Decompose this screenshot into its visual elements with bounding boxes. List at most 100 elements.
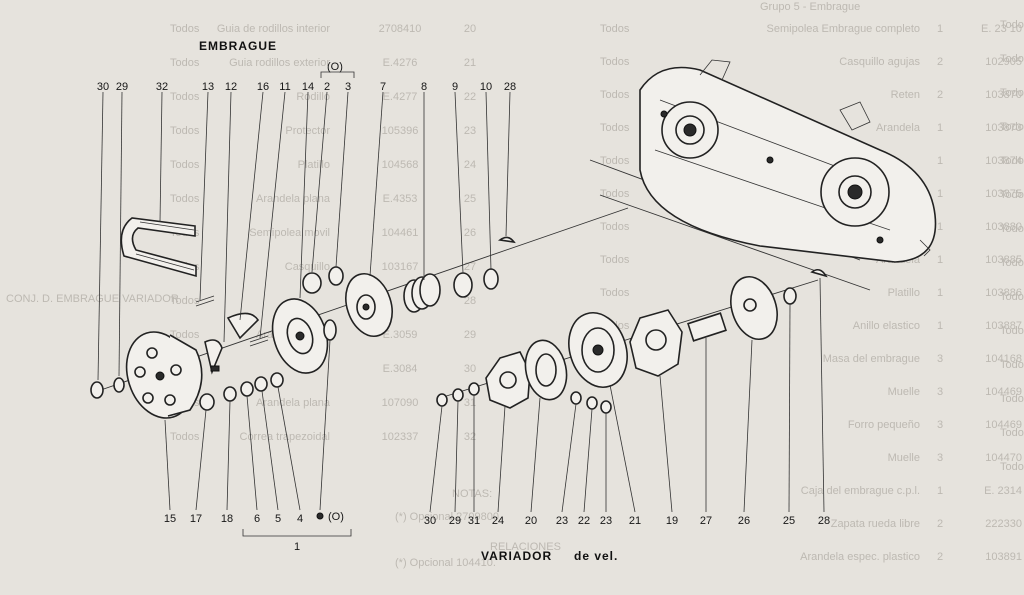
ghost-part-number: E. 2314	[984, 485, 1022, 497]
part-label-bottom: 6	[254, 513, 260, 525]
ghost-part-number: 103873	[985, 122, 1022, 134]
ghost-part-number: 103870	[985, 89, 1022, 101]
spring-8	[403, 273, 441, 313]
ghost-mid-number: 24	[464, 159, 476, 171]
part-label-top: 10	[480, 81, 492, 93]
ghost-applicability: Todos	[600, 56, 630, 68]
ghost-mid-applic: Todos	[170, 193, 200, 205]
part-label-bottom: 31	[468, 515, 480, 527]
ghost-right-applic: Todos	[1000, 19, 1024, 31]
ghost-part-number: 103891	[985, 551, 1022, 563]
ghost-mid-applic: Todos	[170, 91, 200, 103]
ghost-mid-number: 23	[464, 125, 476, 137]
ghost-mid-applic: Todos	[170, 329, 200, 341]
ghost-mid-ref: 104568	[382, 159, 419, 171]
ghost-part-number: 104470	[985, 452, 1022, 464]
ghost-right-applic: Todos	[1000, 189, 1024, 201]
ghost-right-applic: Todos	[1000, 121, 1024, 133]
ghost-description: Semipolea Embrague completo	[767, 23, 920, 35]
movable-half-21	[568, 312, 628, 388]
key-28-right	[810, 268, 828, 278]
ghost-right-applic: Todos	[1000, 155, 1024, 167]
part-label-bottom: 5	[275, 513, 281, 525]
ghost-right-applic: Todos	[1000, 427, 1024, 439]
ghost-applicability: Todos	[600, 287, 630, 299]
ghost-mid-applic: Todos	[170, 125, 200, 137]
part-label-bottom: 19	[666, 515, 678, 527]
roller-guide-20	[524, 339, 568, 401]
part-label-bottom: 18	[221, 513, 233, 525]
ghost-mid-description: Arandela plana	[256, 397, 331, 409]
bracket-2-3	[320, 71, 355, 78]
part-label-top: 2	[324, 81, 330, 93]
ghost-mid-description: Platillo	[298, 159, 330, 171]
part-label-bottom: 24	[492, 515, 504, 527]
part-label-bottom: 22	[578, 515, 590, 527]
ghost-applicability: Todos	[600, 221, 630, 233]
ghost-mid-number: 22	[464, 91, 476, 103]
washer-5	[254, 376, 268, 392]
ghost-quantity: 2	[937, 56, 943, 68]
group-mark-top: (O)	[327, 61, 343, 73]
part-label-top: 16	[257, 81, 269, 93]
ghost-part-number: 103886	[985, 287, 1022, 299]
part-label-top: 28	[504, 81, 516, 93]
ghost-description: Anillo elastico	[853, 320, 920, 332]
ghost-quantity: 1	[937, 254, 943, 266]
ghost-note-0: NOTAS:	[452, 488, 492, 500]
ghost-part-number: 222330	[985, 518, 1022, 530]
washer-17	[199, 393, 215, 411]
leader-lines	[97, 91, 825, 513]
ghost-mid-applic: Todos	[170, 57, 200, 69]
ghost-mid-ref: E.4353	[383, 193, 418, 205]
ghost-quantity: 1	[937, 23, 943, 35]
part-label-bottom: 26	[738, 515, 750, 527]
ghost-right-applic: Todos	[1000, 359, 1024, 371]
bottom-mark: (O)	[328, 511, 344, 523]
variator-title: VARIADOR	[481, 549, 552, 563]
ghost-right-applic: Todos	[1000, 223, 1024, 235]
part-label-bottom: 21	[629, 515, 641, 527]
part-label-top: 13	[202, 81, 214, 93]
ghost-applicability: Todos	[600, 122, 630, 134]
ghost-description: Muelle	[888, 452, 920, 464]
washer-31	[468, 382, 480, 396]
ghost-mid-description: Guia rodillos exterior	[229, 57, 330, 69]
part-label-bottom: 23	[600, 515, 612, 527]
washer-29-left	[113, 377, 125, 393]
part-label-bottom: 27	[700, 515, 712, 527]
clutch-shoes	[195, 295, 269, 375]
drive-belt-32	[120, 217, 197, 278]
ghost-quantity: 1	[937, 221, 943, 233]
part-label-top: 14	[302, 81, 314, 93]
part-label-bottom: 4	[297, 513, 303, 525]
ghost-section-title: CONJ. D. EMBRAGUE VARIADOR	[6, 293, 179, 305]
part-label-bottom: 23	[556, 515, 568, 527]
ghost-right-applic: Todos	[1000, 291, 1024, 303]
part-label-top: 3	[345, 81, 351, 93]
variator-subtitle: de vel.	[574, 549, 618, 563]
ghost-mid-ref: 105396	[382, 125, 419, 137]
roller-23-b	[600, 400, 612, 414]
bracket-1	[242, 529, 352, 537]
ghost-mid-ref: E.3059	[383, 329, 418, 341]
ghost-mid-description: Correa trapezoidal	[240, 431, 331, 443]
ghost-mid-ref: E.4277	[383, 91, 418, 103]
bracket-label-1: 1	[294, 541, 300, 553]
ghost-mid-number: 21	[464, 57, 476, 69]
roller-23-a	[570, 391, 582, 405]
ghost-note-2: (*) Opcional 104410.	[395, 557, 496, 569]
ghost-right-applic: Todos	[1000, 87, 1024, 99]
washer-30-left	[90, 381, 104, 399]
ghost-mid-ref: E.4276	[383, 57, 418, 69]
ghost-part-number: 104469	[985, 386, 1022, 398]
roller-22	[586, 396, 598, 410]
